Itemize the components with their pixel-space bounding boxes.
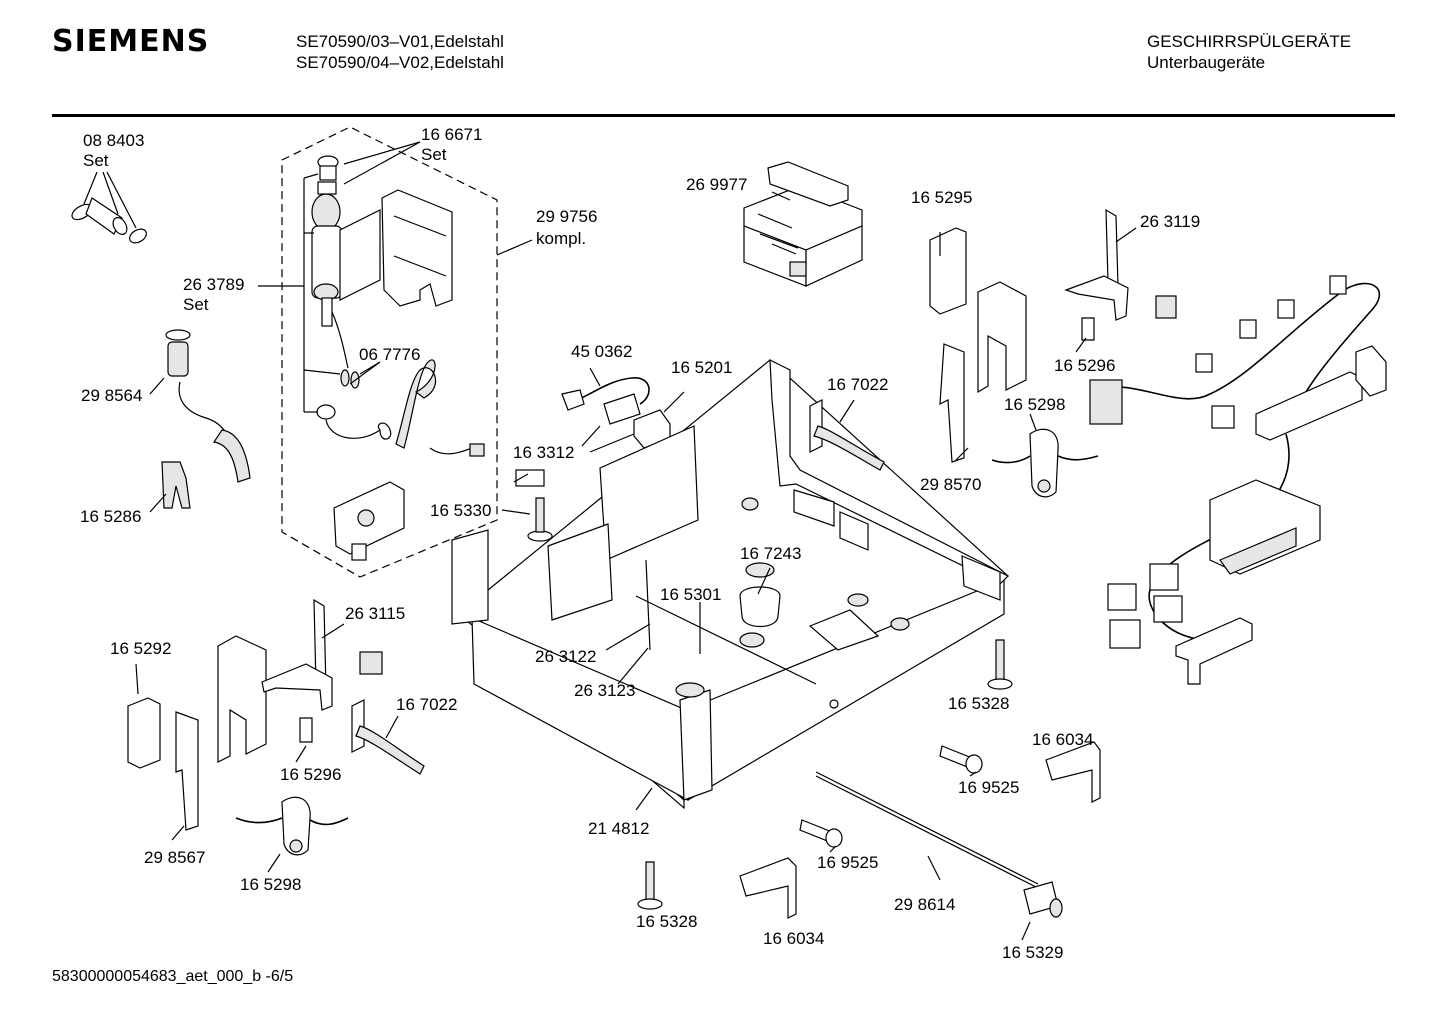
cable-holder-drawing [1064,208,1177,353]
part-label-166034-right: 16 6034 [1032,730,1093,749]
part-label-166034-bottom: 16 6034 [763,929,824,948]
part-label-165298-top: 16 5298 [1004,395,1065,414]
switch-parts-drawing [513,367,685,487]
category-line-1: GESCHIRRSPÜLGERÄTE [1147,32,1352,51]
part-label-067776: 06 7776 [359,345,420,364]
appliance-category: GESCHIRRSPÜLGERÄTE Unterbaugeräte [1147,31,1351,73]
screw-drawing [501,497,553,542]
part-label-263119: 26 3119 [1140,212,1200,231]
dispenser-drawing [303,155,485,561]
part-label-298570: 29 8570 [920,475,981,494]
part-label-165330: 16 5330 [430,501,491,520]
wiring-harness-drawing [1089,275,1387,685]
part-label-263789: 26 3789 [183,275,244,294]
dispenser-assembly-boundary [281,126,498,578]
part-label-165328-right: 16 5328 [948,694,1009,713]
part-label-167243: 16 7243 [740,544,801,563]
hose-clamp-set-drawing [71,171,147,244]
part-label-299756: 29 9756 [536,207,597,226]
part-label-165201: 16 5201 [671,358,732,377]
drain-hose-drawing [149,329,251,483]
part-label-165296-top: 16 5296 [1054,356,1115,375]
part-label-298614: 29 8614 [894,895,955,914]
part-label-169525-bottom: 16 9525 [817,853,878,872]
part-label-163312: 16 3312 [513,443,574,462]
clip-drawing [149,461,191,513]
part-label-214812: 21 4812 [588,819,649,838]
pump-sensor-drawing [235,413,1099,873]
header-divider [52,114,1395,117]
part-label-165328-bottom: 16 5328 [636,912,697,931]
part-label-165296-bottom: 16 5296 [280,765,341,784]
part-label-298564: 29 8564 [81,386,142,405]
part-label-165286: 16 5286 [80,507,141,526]
model-numbers: SE70590/03–V01,Edelstahl SE70590/04–V02,… [296,31,504,73]
part-label-169525-right: 16 9525 [958,778,1019,797]
part-label-167022-top: 16 7022 [827,375,888,394]
part-label-165298-bottom: 16 5298 [240,875,301,894]
feet-and-screws-drawing [637,639,1101,941]
control-module-drawing [743,161,863,287]
brand-logo: SIEMENS [52,24,210,59]
part-label-166671-set: Set [421,145,447,164]
part-label-450362: 45 0362 [571,342,632,361]
part-label-088403-set: Set [83,151,109,170]
part-label-263789-set: Set [183,295,209,314]
part-label-298567: 29 8567 [144,848,205,867]
part-label-263123: 26 3123 [574,681,635,700]
part-label-299756-kompl: kompl. [536,229,586,248]
category-line-2: Unterbaugeräte [1147,53,1266,72]
left-bracket-drawing [127,598,383,841]
part-label-165295: 16 5295 [911,188,972,207]
part-label-263122: 26 3122 [535,647,596,666]
part-label-165301: 16 5301 [660,585,721,604]
part-label-165292: 16 5292 [110,639,171,658]
model-line-2: SE70590/04–V02,Edelstahl [296,53,504,72]
part-label-269977: 26 9977 [686,175,747,194]
heater-spring-drawing [351,399,885,775]
part-label-263115: 26 3115 [345,604,405,623]
base-frame-drawing [451,359,1010,811]
model-line-1: SE70590/03–V01,Edelstahl [296,32,504,51]
part-label-165329: 16 5329 [1002,943,1063,962]
document-id: 58300000054683_aet_000_b -6/5 [52,968,294,985]
part-label-166671: 16 6671 [421,125,482,144]
part-label-088403: 08 8403 [83,131,144,150]
part-label-167022-bottom: 16 7022 [396,695,457,714]
right-bracket-drawing [929,227,1027,463]
leader-lines [258,141,791,685]
